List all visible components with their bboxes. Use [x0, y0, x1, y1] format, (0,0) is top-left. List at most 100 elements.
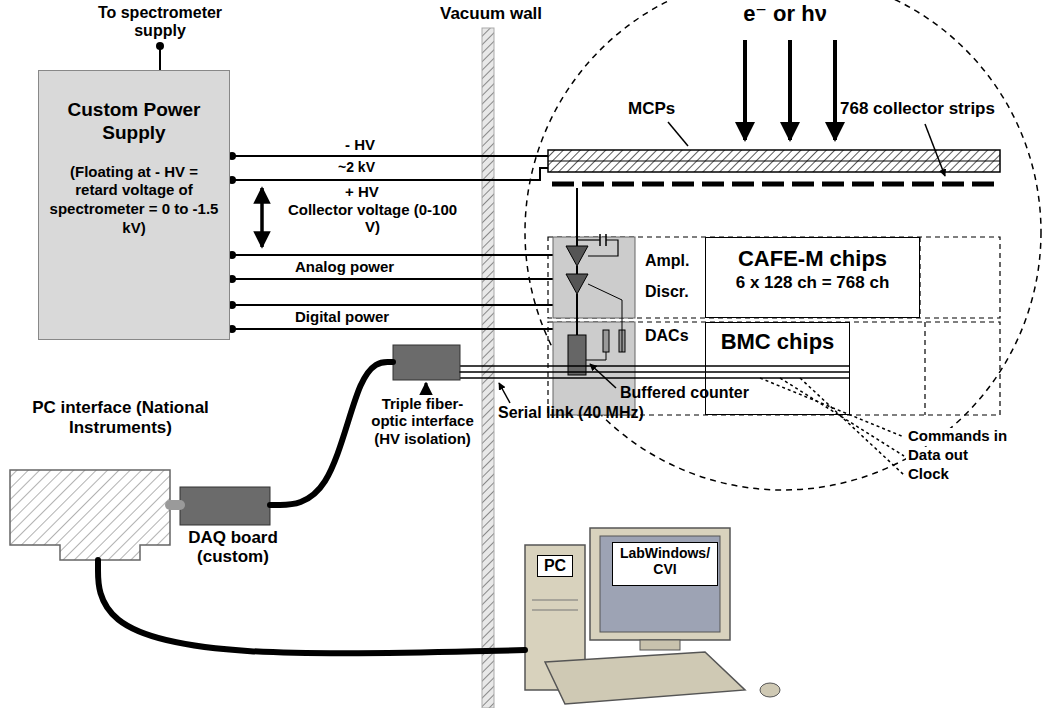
power-wires: [232, 304, 553, 306]
serial-bus: [460, 365, 705, 367]
part-label: Collector voltage (0-100 V): [285, 202, 460, 235]
power-wires: [232, 254, 553, 256]
computer-illustration: [545, 652, 745, 704]
signal-leaders: [780, 378, 904, 456]
serial-bus: [705, 371, 850, 373]
fiber-optic-interface: Triple fiber-optic interface (HV isolati…: [365, 343, 480, 468]
node-text: PC: [537, 555, 573, 577]
node-text: PC interface (National Instruments): [8, 398, 233, 439]
node-text: DAQ board (custom): [178, 529, 288, 566]
channel-circuit: [599, 234, 601, 246]
node-text: Triple fiber-optic interface (HV isolati…: [365, 395, 480, 447]
channel-circuit: [566, 274, 588, 294]
channel-circuit: [576, 294, 578, 335]
computer-illustration: [600, 536, 720, 632]
particle-arrows: [833, 40, 837, 140]
signal-leaders: [760, 378, 904, 475]
chip-regions: [924, 322, 925, 415]
part-label: To spectrometer supply: [85, 4, 235, 39]
part-label: Digital power: [295, 309, 389, 326]
pointer-arrows: [425, 383, 428, 393]
software-screen: LabWindows/ CVI: [612, 542, 718, 586]
computer-illustration: [590, 528, 730, 640]
pc-tower: PC: [525, 545, 585, 690]
leader-lines: [668, 122, 945, 176]
channel-circuit: [553, 237, 635, 318]
power-wires: [232, 168, 548, 180]
edge-label: Serial link (40 MHz): [498, 404, 644, 422]
channel-circuit: [588, 284, 622, 352]
pc-interface-card: [10, 470, 170, 560]
mcp-plate: [548, 161, 1000, 162]
computer-illustration: [640, 640, 680, 650]
power-wires: [232, 278, 553, 280]
bmc-chip: BMC chips: [705, 322, 850, 415]
channel-circuit: [586, 352, 606, 360]
cable-connector: [170, 500, 180, 510]
collector-strips: [552, 182, 1000, 187]
cable-connector: [98, 560, 525, 653]
computer-illustration: [525, 528, 780, 704]
fiber-interface-box: [393, 345, 460, 380]
channel-circuit: [577, 239, 600, 240]
part-label: - HV: [345, 137, 375, 154]
part-label: Vacuum wall: [440, 5, 542, 24]
node-text: LabWindows/ CVI: [616, 545, 714, 577]
cafe-m-chip: CAFE-M chips6 x 128 ch = 768 ch: [705, 237, 920, 318]
power-wires: [232, 155, 548, 157]
part-label: Buffered counter: [620, 384, 749, 402]
power-wires: [232, 156, 553, 329]
channel-circuit: [553, 322, 635, 415]
collector-strips: [552, 184, 1000, 185]
fiber-interface-box: [393, 345, 460, 380]
part-label: ~2 kV: [338, 160, 375, 175]
chip-regions: [548, 237, 1000, 415]
channel-circuit: [568, 335, 586, 375]
serial-bus: [705, 377, 850, 379]
channel-circuit: [553, 188, 635, 415]
node-text: (Floating at - HV = retard voltage of sp…: [47, 163, 221, 238]
computer-illustration: [532, 600, 578, 601]
particle-arrows: [745, 40, 835, 140]
part-label: DACs: [645, 327, 689, 345]
daq-board: [180, 487, 270, 525]
part-label: Commands in: [906, 428, 1009, 445]
collector-voltage-arrow: [262, 188, 263, 247]
node-text: 6 x 128 ch = 768 ch: [706, 272, 919, 294]
channel-circuit: [603, 330, 609, 352]
channel-circuit: [576, 188, 578, 246]
channel-circuit: [576, 266, 578, 274]
leader-lines: [925, 124, 945, 176]
signal-leaders: [800, 378, 904, 475]
computer-illustration: [532, 610, 578, 611]
channel-circuit: [588, 240, 618, 256]
power-supply-box: Custom Power Supply(Floating at - HV = r…: [38, 70, 230, 340]
part-label: Ampl.: [645, 252, 689, 270]
vacuum-wall: [482, 28, 494, 708]
cable-connector: [460, 371, 705, 373]
part-label: 768 collector strips: [838, 100, 997, 119]
pc-interface-card: [10, 470, 170, 560]
part-label: Discr.: [645, 283, 689, 301]
part-label: Clock: [906, 466, 951, 483]
part-label: Data out: [906, 447, 970, 464]
computer-illustration: [760, 683, 780, 697]
pointer-arrows: [590, 364, 616, 388]
spectrometer-lead: [156, 42, 164, 50]
spectrometer-lead: [156, 42, 164, 70]
daq-board: [180, 487, 270, 525]
part-label: MCPs: [628, 100, 675, 119]
daq-board: DAQ board (custom): [178, 485, 288, 570]
channel-circuit: [566, 246, 588, 266]
node-text: CAFE-M chips: [706, 246, 919, 272]
vacuum-wall: [482, 28, 494, 708]
part-label: + HV: [345, 184, 379, 201]
mcp-plate: [548, 150, 1000, 172]
collector-voltage-arrow: [260, 188, 264, 247]
power-wires: [232, 328, 553, 330]
leader-lines: [668, 122, 688, 146]
pointer-arrows: [499, 383, 510, 403]
particle-arrows: [788, 40, 792, 140]
chip-regions: [548, 237, 1000, 318]
